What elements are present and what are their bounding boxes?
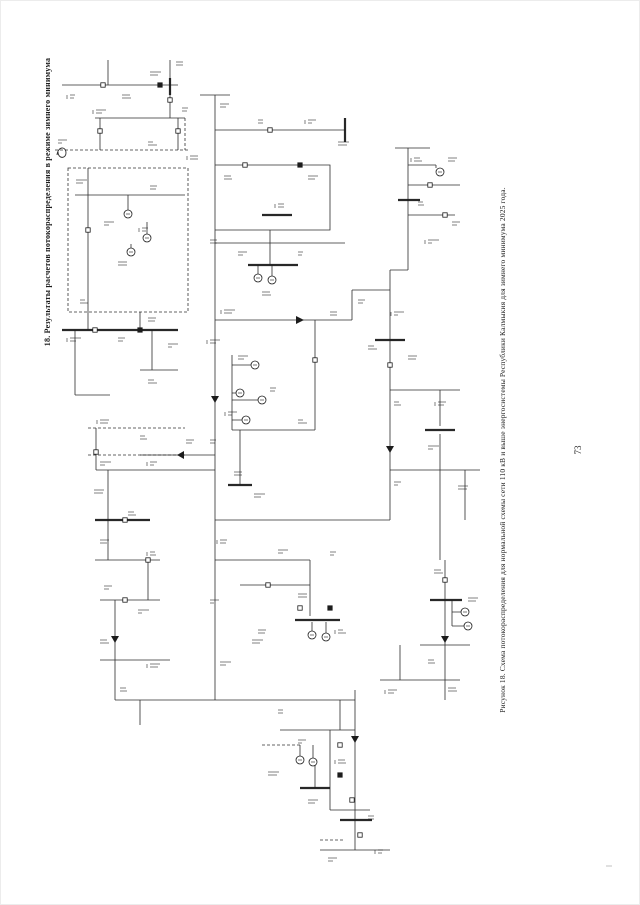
page-number-text: 73 bbox=[573, 445, 583, 455]
switch-symbols bbox=[85, 82, 448, 838]
annotation-marks bbox=[58, 61, 478, 862]
bus-bars bbox=[62, 78, 462, 822]
page-number: 73 bbox=[572, 435, 584, 465]
dashed-boundaries bbox=[55, 118, 345, 841]
flow-arrows bbox=[111, 316, 449, 743]
diagram-lines bbox=[56, 60, 480, 851]
generator-symbols bbox=[123, 167, 473, 767]
figure-caption: Рисунок 18. Схема потокораспределения дл… bbox=[496, 180, 508, 720]
figure-caption-text: Рисунок 18. Схема потокораспределения дл… bbox=[497, 187, 507, 713]
